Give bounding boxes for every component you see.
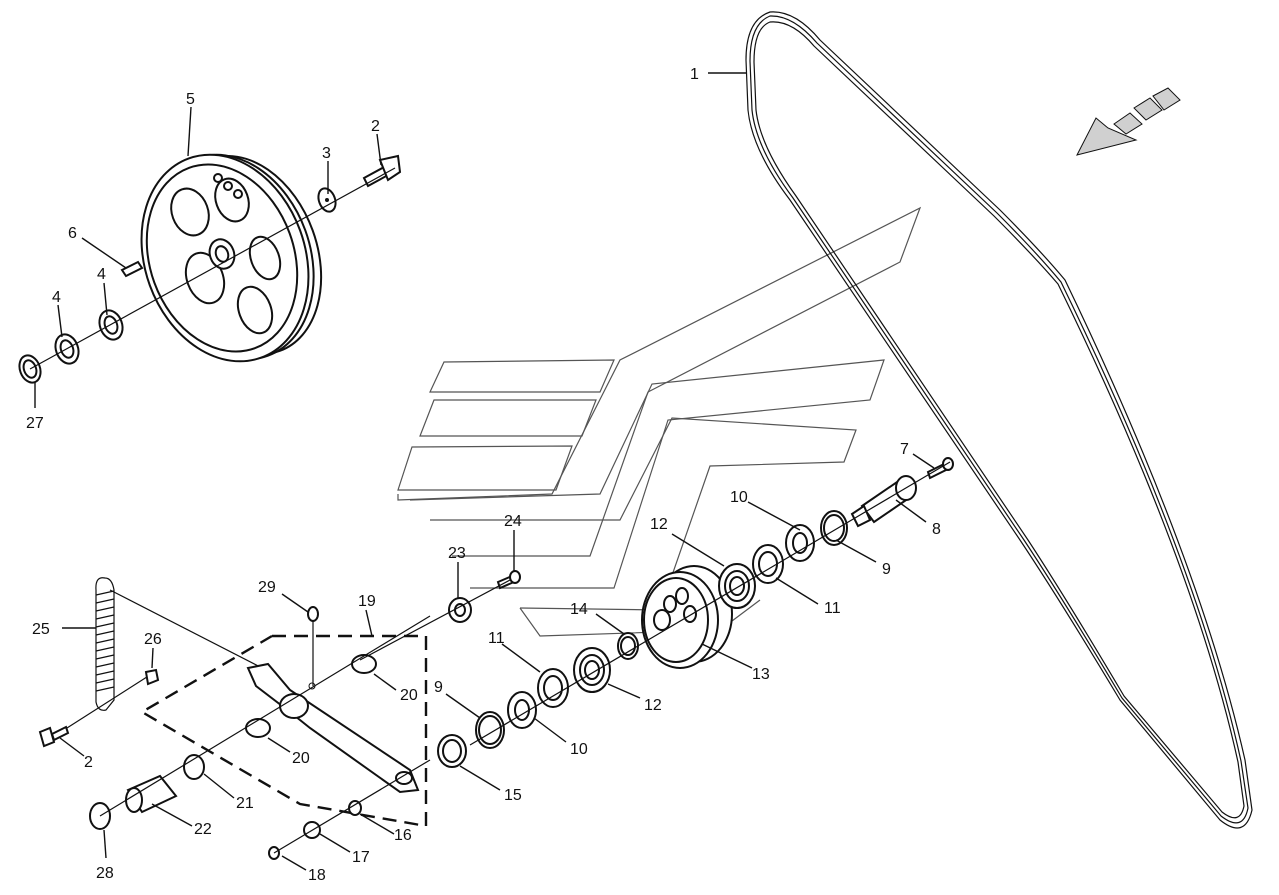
tensioner-arm-part <box>246 662 420 794</box>
spring-line <box>109 589 271 673</box>
tension-spring-part <box>95 577 115 711</box>
seal-11a-part <box>537 668 569 708</box>
washer-3-part <box>317 187 337 213</box>
watermark-logo <box>397 206 922 637</box>
spacer-15-part <box>437 734 467 768</box>
callout-1: 1 <box>690 66 699 83</box>
callout-22: 22 <box>194 821 212 838</box>
bolt-24-part <box>496 570 521 590</box>
circlip-14-part <box>617 632 639 660</box>
spring-line-lower <box>55 674 151 736</box>
washer-10a-part <box>507 691 537 729</box>
callout-29: 29 <box>258 579 276 596</box>
callout-9-left: 9 <box>434 679 443 696</box>
callout-labels: 1 2 2 3 4 4 5 6 7 8 9 9 10 10 11 11 12 1… <box>26 66 941 884</box>
seal-11b-part <box>752 544 784 584</box>
callout-12-left: 12 <box>644 697 662 714</box>
callout-6: 6 <box>68 225 77 242</box>
nut-26-part <box>144 668 160 686</box>
callout-11-left: 11 <box>488 630 505 647</box>
callout-2-bottom: 2 <box>84 754 93 771</box>
callout-4-right: 4 <box>97 266 106 283</box>
axis-line-upper <box>29 167 396 370</box>
callout-27: 27 <box>26 415 44 432</box>
callout-17: 17 <box>352 849 370 866</box>
bracket-group-dashed-box <box>139 634 428 828</box>
callout-2-top: 2 <box>371 118 380 135</box>
callout-28: 28 <box>96 865 114 882</box>
callout-25: 25 <box>32 621 50 638</box>
callout-4-left: 4 <box>52 289 61 306</box>
grease-nipple-29-part <box>307 606 319 622</box>
callout-20-top: 20 <box>400 687 418 704</box>
callout-10-right: 10 <box>730 489 748 506</box>
callout-11-right: 11 <box>824 600 841 617</box>
callout-26: 26 <box>144 631 162 648</box>
callout-10-left: 10 <box>570 741 588 758</box>
callout-8: 8 <box>932 521 941 538</box>
spacer-23-part <box>448 597 472 623</box>
bolt-2b-part <box>38 725 70 748</box>
direction-arrow-icon <box>1076 87 1181 156</box>
callout-24: 24 <box>504 513 522 530</box>
bearing-12b-part <box>718 563 756 609</box>
washer-16-part <box>348 800 362 816</box>
callout-23: 23 <box>448 545 466 562</box>
key-6-part <box>120 260 144 278</box>
leader-lines <box>34 72 935 871</box>
v-belt-part <box>745 11 1253 829</box>
circlip-9a-part <box>475 711 505 749</box>
callout-9-right: 9 <box>882 561 891 578</box>
callout-19: 19 <box>358 593 376 610</box>
callout-12-right: 12 <box>650 516 668 533</box>
axis-line-lower <box>99 615 431 817</box>
idler-pulley-13-part <box>641 565 733 669</box>
callout-15: 15 <box>504 787 522 804</box>
callout-21: 21 <box>236 795 254 812</box>
callout-20-bottom: 20 <box>292 750 310 767</box>
bearing-12a-part <box>573 647 611 693</box>
large-pulley-part <box>140 153 323 363</box>
callout-3: 3 <box>322 145 331 162</box>
washer-21-part <box>183 754 205 780</box>
bushing-20b-part <box>245 718 271 738</box>
callout-16: 16 <box>394 827 412 844</box>
callout-18: 18 <box>308 867 326 884</box>
callout-5: 5 <box>186 91 195 108</box>
tube-22-part <box>125 774 178 814</box>
circlip-9b-part <box>820 510 848 546</box>
callout-7: 7 <box>900 441 909 458</box>
callout-13: 13 <box>752 666 770 683</box>
callout-14: 14 <box>570 601 588 618</box>
